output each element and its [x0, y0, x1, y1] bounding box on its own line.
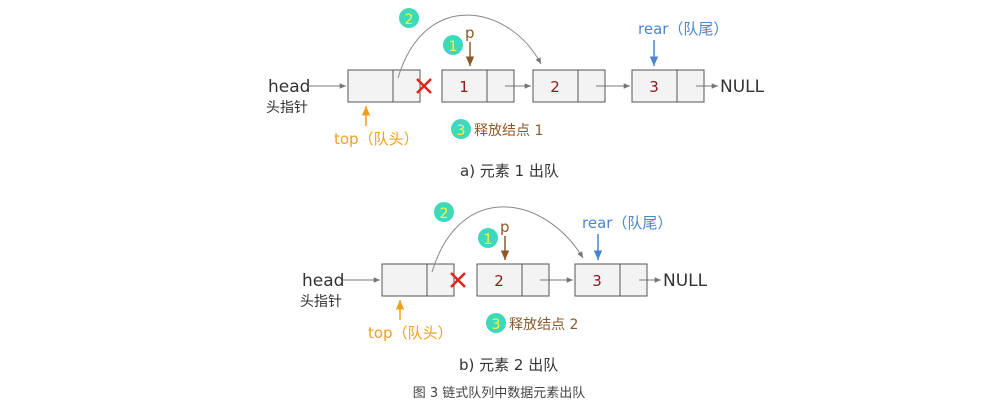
svg-text:3: 3 — [457, 123, 466, 139]
step-3-text: 释放结点 1 — [474, 123, 543, 139]
node-value: 1 — [459, 78, 469, 96]
node-2: 2 — [532, 69, 606, 103]
step-1-badge: 1 — [478, 228, 498, 248]
panel-a: head 头指针 1 2 3 — [266, 8, 765, 180]
relink-curve-arrow — [397, 14, 542, 79]
null-label: NULL — [720, 77, 765, 97]
head-label: head — [302, 271, 344, 291]
relink-curve-arrow — [431, 206, 584, 273]
head-node — [347, 69, 421, 103]
head-sub-label: 头指针 — [266, 100, 308, 116]
node-3: 3 — [574, 263, 648, 297]
step-3-badge: 3 — [451, 119, 471, 139]
svg-text:1: 1 — [449, 39, 458, 55]
top-label: top（队头） — [368, 324, 453, 342]
step-2-badge: 2 — [399, 8, 419, 28]
head-sub-label: 头指针 — [300, 294, 342, 310]
broken-link-cross — [416, 78, 432, 94]
p-label: p — [465, 24, 475, 42]
step-2-badge: 2 — [434, 202, 454, 222]
panel-a-caption: a) 元素 1 出队 — [460, 162, 559, 180]
svg-text:2: 2 — [405, 12, 414, 28]
node-value: 2 — [494, 272, 504, 290]
figure-caption: 图 3 链式队列中数据元素出队 — [413, 386, 586, 401]
rear-label: rear（队尾） — [638, 20, 728, 38]
top-label: top（队头） — [334, 130, 419, 148]
head-node — [381, 263, 455, 297]
node-value: 3 — [649, 78, 659, 96]
svg-text:3: 3 — [492, 317, 501, 333]
null-label: NULL — [663, 271, 708, 291]
panel-b: head 头指针 2 3 NULL — [300, 202, 708, 374]
step-1-badge: 1 — [443, 35, 463, 55]
head-label: head — [268, 77, 310, 97]
panel-b-caption: b) 元素 2 出队 — [459, 356, 558, 374]
node-1: 1 — [441, 69, 515, 103]
rear-label: rear（队尾） — [582, 214, 672, 232]
step-3-text: 释放结点 2 — [509, 317, 578, 333]
broken-link-cross — [450, 272, 466, 288]
p-label: p — [500, 218, 510, 236]
node-3: 3 — [631, 69, 705, 103]
svg-text:2: 2 — [440, 206, 449, 222]
step-3-badge: 3 — [486, 313, 506, 333]
node-2: 2 — [476, 263, 550, 297]
node-value: 3 — [592, 272, 602, 290]
node-value: 2 — [550, 78, 560, 96]
svg-text:1: 1 — [484, 232, 493, 248]
